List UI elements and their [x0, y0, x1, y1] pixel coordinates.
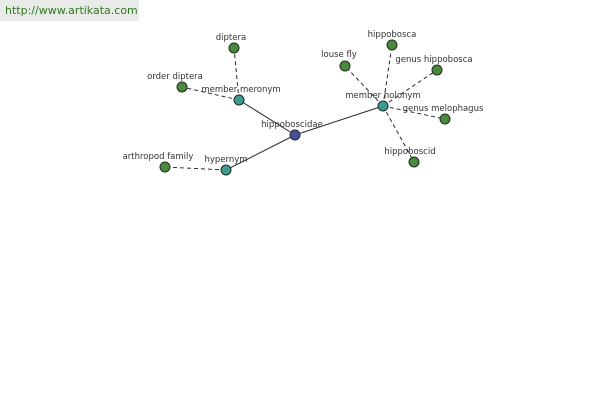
node-label-genus-melophagus[interactable]: genus melophagus: [403, 104, 484, 114]
node-label-member-holonym[interactable]: member holonym: [345, 91, 420, 101]
edge-hippoboscidae-to-member-holonym: [294, 105, 384, 136]
node-circle-hippobosca[interactable]: [386, 39, 398, 51]
node-arthropod-family[interactable]: arthropod family: [123, 152, 194, 173]
edge-hippoboscidae-to-member-meronym: [238, 99, 296, 136]
node-circle-diptera[interactable]: [228, 42, 240, 54]
edge-member-holonym-to-louse-fly: [344, 65, 384, 107]
node-label-member-meronym[interactable]: member meronym: [201, 85, 280, 95]
node-diptera[interactable]: diptera: [216, 33, 246, 54]
nodes-layer: hippoboscidae member meronym member holony…: [123, 30, 484, 176]
edge-member-meronym-to-order-diptera: [181, 86, 240, 101]
node-louse-fly[interactable]: louse fly: [321, 50, 357, 72]
node-circle-louse-fly[interactable]: [339, 60, 351, 72]
node-label-hippobosca[interactable]: hippobosca: [368, 30, 417, 40]
edge-hippoboscidae-to-hypernym: [225, 134, 296, 171]
node-hippobosca[interactable]: hippobosca: [368, 30, 417, 51]
node-circle-member-meronym[interactable]: [233, 94, 245, 106]
edge-member-holonym-to-genus-melophagus: [382, 105, 446, 120]
edge-member-holonym-to-hippobosca: [382, 44, 393, 107]
node-hypernym[interactable]: hypernym: [204, 155, 248, 176]
node-circle-arthropod-family[interactable]: [159, 161, 171, 173]
node-label-hippoboscid[interactable]: hippoboscid: [384, 147, 435, 157]
edge-member-meronym-to-diptera: [233, 47, 240, 101]
node-circle-genus-melophagus[interactable]: [439, 113, 451, 125]
node-label-diptera[interactable]: diptera: [216, 33, 246, 43]
node-hippoboscidae[interactable]: hippoboscidae: [261, 120, 323, 141]
node-genus-hippobosca[interactable]: genus hippobosca: [395, 55, 473, 76]
node-circle-member-holonym[interactable]: [377, 100, 389, 112]
source-url-link[interactable]: http://www.artikata.com: [0, 0, 139, 21]
node-circle-order-diptera[interactable]: [176, 81, 188, 93]
node-circle-hippoboscid[interactable]: [408, 156, 420, 168]
node-circle-hypernym[interactable]: [220, 164, 232, 176]
node-label-hypernym[interactable]: hypernym: [204, 155, 247, 165]
edges-layer: [164, 44, 446, 171]
node-order-diptera[interactable]: order diptera: [147, 72, 203, 93]
node-label-order-diptera[interactable]: order diptera: [147, 72, 203, 82]
node-circle-genus-hippobosca[interactable]: [431, 64, 443, 76]
node-member-holonym[interactable]: member holonym: [345, 91, 421, 112]
node-circle-hippoboscidae[interactable]: [289, 129, 301, 141]
node-label-arthropod-family[interactable]: arthropod family: [123, 152, 194, 162]
node-genus-melophagus[interactable]: genus melophagus: [403, 104, 484, 125]
node-label-hippoboscidae[interactable]: hippoboscidae: [261, 120, 323, 130]
edge-member-holonym-to-hippoboscid: [382, 105, 415, 163]
node-label-genus-hippobosca[interactable]: genus hippobosca: [395, 55, 472, 65]
node-label-louse-fly[interactable]: louse fly: [321, 50, 357, 60]
edge-hypernym-to-arthropod-family: [164, 166, 227, 171]
node-member-meronym[interactable]: member meronym: [201, 85, 281, 106]
edge-member-holonym-to-genus-hippobosca: [382, 69, 438, 107]
node-hippoboscid[interactable]: hippoboscid: [384, 147, 436, 168]
